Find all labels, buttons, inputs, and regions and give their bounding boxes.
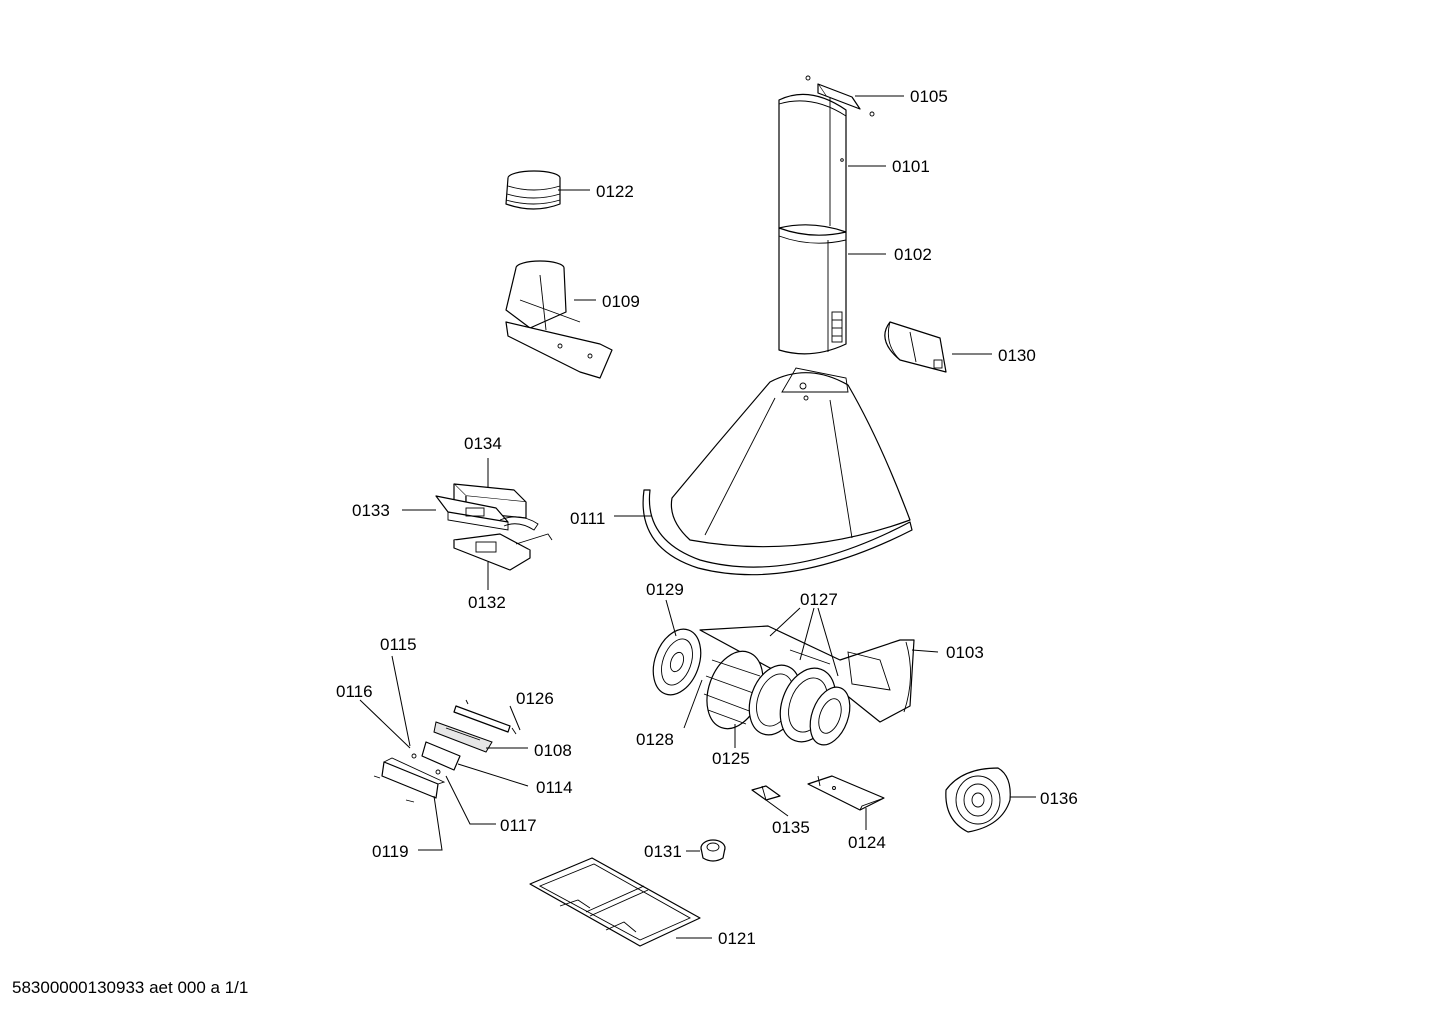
label-0114: 0114 [536,778,573,797]
part-0101-chimney-upper [778,93,847,233]
part-0127-rings [748,664,851,746]
part-0121-filters [529,857,701,947]
label-0127: 0127 [800,590,838,609]
label-0117: 0117 [500,816,537,835]
part-0129-fan-ring [652,628,702,696]
label-0111: 0111 [570,509,605,528]
part-0122-ring [505,170,561,210]
part-0105-bracket [805,75,875,117]
part-0131-knob [700,839,726,862]
label-0108: 0108 [534,741,572,760]
hood-body [670,367,911,548]
part-0116-screws [411,753,441,775]
part-0102-chimney-lower [778,227,847,355]
label-0134: 0134 [464,434,502,453]
document-id: 58300000130933 aet 000 a 1/1 [12,978,249,997]
label-0131: 0131 [644,842,682,861]
label-0101: 0101 [892,157,930,176]
part-0108-panel [433,721,493,753]
label-0135: 0135 [772,818,810,837]
part-0109-air-outlet [505,260,613,379]
part-0136-filter [945,767,1011,833]
label-0121: 0121 [718,929,756,948]
label-0130: 0130 [998,346,1036,365]
label-0115: 0115 [380,635,417,654]
label-0125: 0125 [712,749,750,768]
part-0126-strip [453,699,517,735]
label-0122: 0122 [596,182,634,201]
label-0136: 0136 [1040,789,1078,808]
label-0129: 0129 [646,580,684,599]
part-0132-housing [453,533,553,571]
part-0135-clip [751,785,781,801]
label-0116: 0116 [336,682,373,701]
label-0124: 0124 [848,833,886,852]
part-0114-switch [421,741,461,771]
label-0119: 0119 [372,842,409,861]
label-0103: 0103 [946,643,984,662]
part-0124-base-plate [807,775,885,811]
label-0133: 0133 [352,501,390,520]
label-0105: 0105 [910,87,948,106]
label-0109: 0109 [602,292,640,311]
part-labels: 0105 0101 0122 0102 0109 0130 0134 0133 … [336,87,1078,948]
label-0132: 0132 [468,593,506,612]
part-0130-cover [884,321,947,373]
part-0111-trim [642,489,913,576]
label-0128: 0128 [636,730,674,749]
label-0126: 0126 [516,689,554,708]
part-0119-button [373,757,446,803]
label-0102: 0102 [894,245,932,264]
leader-lines [359,95,1036,939]
part-0133-board [435,495,539,531]
